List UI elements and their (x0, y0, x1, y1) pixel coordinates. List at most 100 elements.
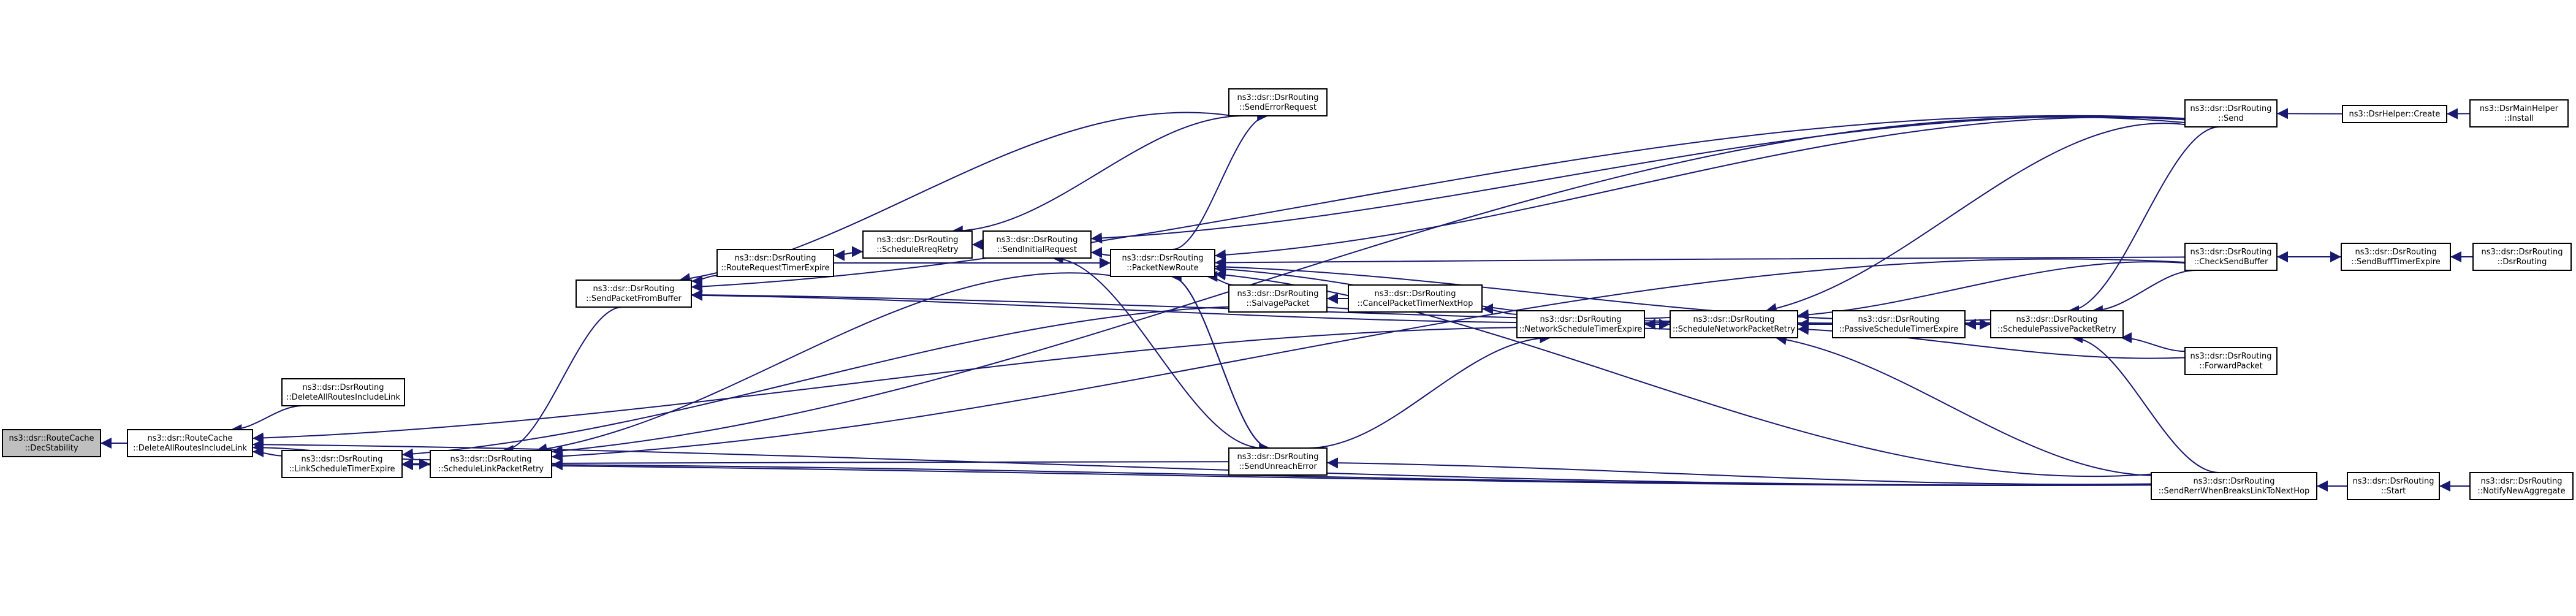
node-schedule-network-retry[interactable]: ns3::dsr::DsrRouting::ScheduleNetworkPac… (1670, 310, 1798, 338)
node-label-line: ns3::dsr::DsrRouting (450, 455, 532, 464)
node-box (1670, 310, 1798, 338)
node-label-line: ::CancelPacketTimerNextHop (1358, 299, 1473, 308)
node-box (1990, 310, 2124, 338)
node-box (2341, 243, 2451, 271)
node-box (2151, 472, 2317, 500)
node-link-schedule-timer[interactable]: ns3::dsr::DsrRouting::LinkScheduleTimerE… (281, 450, 403, 478)
edge-send_rerr_when_breaks-to-schedule_passive_retry (2072, 332, 2219, 473)
node-label-line: ::SendBuffTimerExpire (2351, 257, 2441, 267)
node-label-line: ns3::dsr::DsrRouting (1858, 315, 1940, 324)
node-notify-new-aggregate[interactable]: ns3::dsr::DsrRouting::NotifyNewAggregate (2469, 472, 2574, 500)
edge-send_unreach_error-to-send_initial_request (1052, 253, 1263, 449)
node-label-line: ::PacketNewRoute (1127, 264, 1198, 273)
node-start[interactable]: ns3::dsr::DsrRouting::Start (2347, 472, 2440, 500)
node-label-line: ::ScheduleNetworkPacketRetry (1673, 325, 1795, 334)
edge-forward_packet-to-schedule_passive_retry (2121, 332, 2186, 352)
node-box (127, 429, 253, 457)
node-label-line: ns3::dsr::DsrRouting (1237, 93, 1319, 102)
node-send[interactable]: ns3::dsr::DsrRouting::Send (2184, 99, 2278, 127)
node-schedule-passive-retry[interactable]: ns3::dsr::DsrRouting::SchedulePassivePac… (1990, 310, 2124, 338)
node-label-line: ::DeleteAllRoutesIncludeLink (133, 444, 248, 453)
edge-send_from_buffer-to-schedule_link_retry (502, 306, 623, 456)
node-label-line: ::NotifyNewAggregate (2477, 487, 2565, 496)
node-delete-all-routes[interactable]: ns3::dsr::RouteCache::DeleteAllRoutesInc… (127, 429, 253, 457)
node-label-line: ns3::dsr::DsrRouting (1375, 289, 1456, 298)
node-label-line: ns3::DsrMainHelper (2480, 104, 2559, 113)
node-label-line: ns3::dsr::DsrRouting (2482, 248, 2563, 257)
node-box (1228, 88, 1328, 116)
node-label-line: ns3::dsr::DsrRouting (2481, 477, 2563, 486)
node-label-line: ns3::dsr::DsrRouting (1122, 254, 1204, 263)
node-label-line: ::LinkScheduleTimerExpire (289, 465, 395, 474)
edge-link_schedule_timer-to-delete_all_routes (252, 446, 283, 457)
node-passive-schedule-timer[interactable]: ns3::dsr::DsrRouting::PassiveScheduleTim… (1832, 310, 1966, 338)
node-label-line: ns3::dsr::DsrRouting (877, 235, 959, 245)
edge-check_send_buffer-to-schedule_passive_retry (2091, 270, 2197, 316)
node-packet-new-route[interactable]: ns3::dsr::DsrRouting::PacketNewRoute (1110, 249, 1215, 277)
node-label-line: ns3::dsr::DsrRouting (1540, 315, 1622, 324)
node-label-line: ::Send (2218, 114, 2244, 123)
node-label-line: ::SendPacketFromBuffer (586, 294, 682, 303)
node-salvage-packet[interactable]: ns3::dsr::DsrRouting::SalvagePacket (1228, 284, 1328, 313)
node-send-error-request[interactable]: ns3::dsr::DsrRouting::SendErrorRequest (1228, 88, 1328, 116)
edge-network_schedule_timer-to-cancel_timer_next_hop (1481, 303, 1518, 315)
edge-cancel_timer_next_hop-to-link_schedule_timer (401, 305, 1349, 460)
node-label-line: ::NetworkScheduleTimerExpire (1519, 325, 1643, 334)
node-label-line: ns3::dsr::DsrRouting (1237, 452, 1319, 462)
node-box (2184, 243, 2278, 271)
edge-route_request_timer-to-schedule_rreq_retry (833, 246, 864, 257)
node-box (576, 279, 692, 308)
node-network-schedule-timer[interactable]: ns3::dsr::DsrRouting::NetworkScheduleTim… (1516, 310, 1645, 338)
node-label-line: ::Start (2381, 487, 2406, 496)
node-box (1110, 249, 1215, 277)
node-main-helper-install[interactable]: ns3::DsrMainHelper::Install (2469, 99, 2569, 127)
node-schedule-rreq-retry[interactable]: ns3::dsr::DsrRouting::ScheduleRreqRetry (862, 230, 973, 259)
node-box (1348, 284, 1483, 313)
node-box (2, 429, 101, 457)
node-schedule-link-retry[interactable]: ns3::dsr::DsrRouting::ScheduleLinkPacket… (430, 450, 552, 478)
edge-layer (101, 108, 2473, 492)
edge-send-to-schedule_passive_retry (2068, 126, 2220, 316)
node-label-line: ns3::dsr::RouteCache (9, 434, 94, 443)
node-send-from-buffer[interactable]: ns3::dsr::DsrRouting::SendPacketFromBuff… (576, 279, 692, 308)
node-box (982, 230, 1092, 259)
node-label-line: ns3::dsr::DsrRouting (2190, 352, 2272, 361)
node-send-initial-request[interactable]: ns3::dsr::DsrRouting::SendInitialRequest (982, 230, 1092, 259)
node-dec-stability[interactable]: ns3::dsr::RouteCache::DecStability (2, 429, 101, 457)
node-send-unreach-error[interactable]: ns3::dsr::DsrRouting::SendUnreachError (1228, 447, 1328, 476)
node-box (862, 230, 973, 259)
edge-send_rerr_when_breaks-to-schedule_network_retry (1775, 334, 2193, 476)
edge-packet_new_route-to-schedule_link_retry (536, 272, 1118, 455)
edge-schedule_network_retry-to-delete_all_routes (252, 326, 1671, 444)
node-label-line: ns3::dsr::DsrRouting (2190, 248, 2272, 257)
node-box (1516, 310, 1645, 338)
node-label-line: ns3::dsr::DsrRouting (302, 455, 383, 464)
node-forward-packet[interactable]: ns3::dsr::DsrRouting::ForwardPacket (2184, 347, 2278, 375)
node-label-line: ::ScheduleLinkPacketRetry (438, 465, 544, 474)
node-label-line: ::SendRerrWhenBreaksLinkToNextHop (2159, 487, 2310, 496)
node-check-send-buffer[interactable]: ns3::dsr::DsrRouting::CheckSendBuffer (2184, 243, 2278, 271)
edge-send-to-send_from_buffer (691, 115, 2186, 292)
node-label-line: ns3::dsr::DsrRouting (1237, 289, 1319, 298)
edge-check_send_buffer-to-packet_new_route (1214, 256, 2186, 268)
node-box (2469, 472, 2574, 500)
edge-send-to-send_initial_request (1090, 115, 2186, 244)
node-label-line: ::SendUnreachError (1239, 462, 1317, 471)
node-label-line: ns3::dsr::DsrRouting (735, 254, 816, 263)
node-dsr-routing-ctor[interactable]: ns3::dsr::DsrRouting::DsrRouting (2472, 243, 2572, 271)
node-label-line: ns3::dsr::DsrRouting (2353, 477, 2434, 486)
node-send-rerr-when-breaks[interactable]: ns3::dsr::DsrRouting::SendRerrWhenBreaks… (2151, 472, 2317, 500)
node-route-request-timer[interactable]: ns3::dsr::DsrRouting::RouteRequestTimerE… (716, 249, 834, 277)
node-label-line: ::SchedulePassivePacketRetry (1997, 325, 2116, 334)
node-label-line: ::CheckSendBuffer (2194, 257, 2269, 267)
node-box (281, 378, 405, 406)
node-cancel-timer-next-hop[interactable]: ns3::dsr::DsrRouting::CancelPacketTimerN… (1348, 284, 1483, 313)
node-dsr-delete-all-routes[interactable]: ns3::dsr::DsrRouting::DeleteAllRoutesInc… (281, 378, 405, 406)
node-label-line: ::SendErrorRequest (1239, 103, 1316, 112)
node-label-line: ::DecStability (25, 444, 78, 453)
node-label-line: ns3::DsrHelper::Create (2349, 110, 2441, 119)
node-send-buff-timer[interactable]: ns3::dsr::DsrRouting::SendBuffTimerExpir… (2341, 243, 2451, 271)
node-helper-create[interactable]: ns3::DsrHelper::Create (2342, 105, 2447, 123)
node-label-line: ns3::dsr::DsrRouting (2016, 315, 2098, 324)
